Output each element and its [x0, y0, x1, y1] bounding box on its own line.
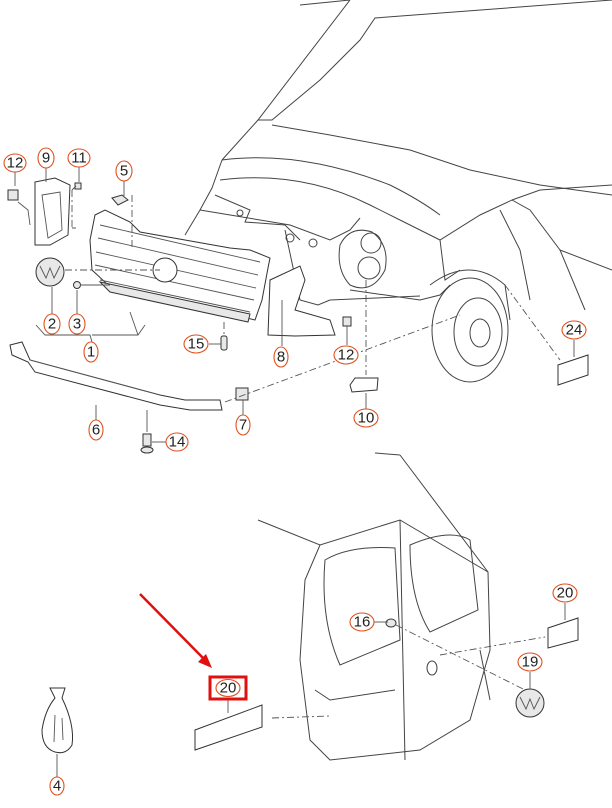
svg-text:5: 5 [120, 163, 128, 180]
leader-lines [14, 167, 575, 713]
nut-11[interactable] [74, 182, 82, 190]
callout-12-left[interactable]: 12 [3, 153, 27, 173]
callout-2[interactable]: 2 [43, 313, 61, 335]
svg-text:19: 19 [522, 654, 539, 671]
callout-20[interactable]: 20 [215, 678, 241, 698]
highlight-box-20[interactable]: 20 [208, 675, 248, 701]
clip-12-left[interactable] [7, 189, 31, 226]
highlight-arrow [139, 593, 212, 668]
label-19[interactable] [547, 617, 579, 649]
svg-text:16: 16 [354, 614, 371, 631]
bolt-15[interactable] [385, 618, 397, 628]
callout-11[interactable]: 11 [67, 148, 91, 168]
nut-3[interactable] [73, 281, 81, 289]
callout-6[interactable]: 6 [88, 419, 104, 441]
svg-text:24: 24 [566, 322, 583, 339]
rear-vehicle-outline [257, 452, 491, 761]
svg-text:2: 2 [48, 316, 56, 333]
lower-trim-strip-6[interactable] [9, 341, 223, 411]
label-24[interactable] [557, 354, 589, 386]
svg-text:1: 1 [87, 344, 95, 361]
bracket-9[interactable] [34, 177, 71, 246]
callout-15[interactable]: 16 [349, 612, 375, 632]
clip-12-right[interactable] [342, 316, 352, 327]
callout-1[interactable]: 1 [83, 341, 99, 363]
callout-16[interactable]: 19 [517, 652, 543, 672]
screw-5[interactable] [111, 194, 129, 206]
callout-4[interactable]: 4 [49, 776, 65, 796]
svg-text:10: 10 [358, 410, 375, 427]
callout-19[interactable]: 20 [552, 583, 578, 603]
svg-text:20: 20 [220, 680, 237, 697]
svg-text:15: 15 [188, 336, 205, 353]
screw-14[interactable] [220, 335, 228, 351]
clip-7[interactable] [235, 387, 249, 401]
svg-text:6: 6 [92, 422, 100, 439]
svg-text:8: 8 [277, 349, 285, 366]
side-trim-8[interactable] [267, 265, 336, 337]
svg-text:3: 3 [73, 316, 81, 333]
rivet-13[interactable] [140, 433, 154, 454]
callout-12-right[interactable]: 12 [333, 345, 359, 365]
callout-24[interactable]: 24 [561, 320, 587, 340]
callout-13[interactable]: 14 [165, 432, 189, 452]
svg-text:9: 9 [42, 150, 50, 167]
svg-text:4: 4 [53, 778, 61, 795]
callout-3[interactable]: 3 [68, 313, 86, 335]
rear-emblem-16[interactable] [515, 688, 545, 718]
callout-14[interactable]: 15 [183, 334, 209, 354]
front-emblem[interactable] [35, 257, 65, 287]
callout-9[interactable]: 9 [37, 147, 55, 169]
callout-5[interactable]: 5 [115, 160, 133, 182]
callout-7[interactable]: 7 [235, 414, 251, 436]
svg-text:12: 12 [7, 155, 24, 172]
lamp-seal-10[interactable] [349, 377, 379, 393]
radiator-grille[interactable] [89, 209, 271, 323]
svg-text:7: 7 [239, 417, 247, 434]
svg-text:11: 11 [71, 150, 87, 167]
bag-4[interactable] [41, 687, 73, 754]
callout-10[interactable]: 10 [353, 408, 379, 428]
svg-text:12: 12 [338, 347, 355, 364]
front-vehicle-outline [184, 0, 612, 383]
svg-text:20: 20 [557, 585, 574, 602]
svg-text:14: 14 [169, 434, 186, 451]
callout-8[interactable]: 8 [273, 346, 289, 368]
label-20[interactable] [194, 704, 263, 751]
